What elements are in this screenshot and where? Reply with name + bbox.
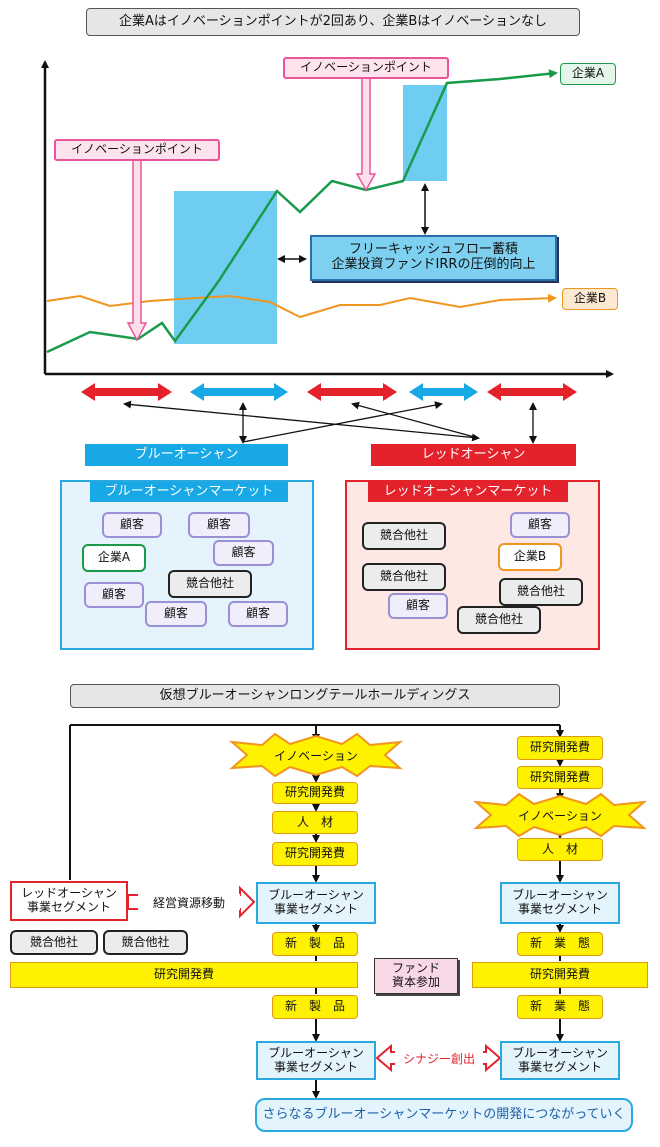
customer-box: 顧客 [510,512,570,538]
fcf-box: フリーキャッシュフロー蓄積 企業投資ファンドIRRの圧倒的向上 [310,235,557,281]
innovation-burst-right [472,792,648,838]
company-a-box: 企業A [82,544,146,572]
synergy-label: シナジー創出 [395,1051,483,1066]
blue-segment-box: ブルーオーシャン 事業セグメント [500,882,620,924]
rd-cost-box: 研究開発費 [517,766,603,789]
customer-box: 顧客 [213,540,274,566]
new-product-box: 新 製 品 [272,932,358,956]
blue-market-title: ブルーオーシャンマーケット [90,482,288,502]
rd-cost-box: 研究開発費 [272,842,358,866]
company-b-box: 企業B [498,543,562,571]
blue-segment-box: ブルーオーシャン 事業セグメント [256,882,376,924]
company-b-line [46,293,557,319]
customer-box: 顧客 [145,601,207,627]
personnel-box: 人 材 [272,811,358,834]
competitor-box: 競合他社 [499,578,583,606]
customer-box: 顧客 [228,601,288,627]
innovation-point-label-2: イノベーションポイント [283,57,449,79]
rd-cost-box: 研究開発費 [517,736,603,760]
innovation-arrow-2 [355,76,377,192]
customer-box: 顧客 [388,593,448,619]
ocean-arrows-row [81,383,577,401]
company-a-label: 企業A [560,63,616,85]
rd-cost-box: 研究開発費 [272,782,358,804]
competitor-box: 競合他社 [168,570,252,598]
customer-box: 顧客 [102,512,162,538]
red-double-arrow-1 [81,383,172,401]
final-outcome-box: さらなるブルーオーシャンマーケットの開発につながっていく [255,1098,633,1132]
competitor-box: 競合他社 [362,563,446,591]
blue-ocean-banner: ブルーオーシャン [85,444,288,466]
new-business-box: 新 業 態 [517,995,603,1019]
top-title: 企業Aはイノベーションポイントが2回あり、企業Bはイノベーションなし [86,8,580,36]
blue-double-arrow-1 [190,383,288,401]
red-double-arrow-2 [307,383,397,401]
competitor-box: 競合他社 [457,606,541,634]
fund-capital-box: ファンド 資本参加 [374,958,458,994]
customer-box: 顧客 [84,582,144,608]
rd-cost-wide-right: 研究開発費 [472,962,648,988]
new-business-box: 新 業 態 [517,932,603,956]
innovation-point-label-1: イノベーションポイント [54,139,220,161]
company-b-label: 企業B [562,288,618,310]
red-double-arrow-3 [487,383,577,401]
red-market-title: レッドオーシャンマーケット [368,482,568,502]
resource-move-label: 経営資源移動 [138,894,240,910]
red-ocean-banner: レッドオーシャン [371,444,576,466]
competitor-box: 競合他社 [362,522,446,550]
customer-box: 顧客 [188,512,250,538]
blue-double-arrow-2 [409,383,478,401]
innovation-arrow-1 [126,159,148,342]
red-segment-box: レッドオーシャン 事業セグメント [10,881,128,921]
rd-cost-wide-left: 研究開発費 [10,962,358,988]
new-product-box: 新 製 品 [272,995,358,1019]
innovation-center-label: イノベーション [274,748,358,763]
competitor-box: 競合他社 [10,930,98,955]
blue-segment-box: ブルーオーシャン 事業セグメント [500,1041,620,1080]
innovation-right-label: イノベーション [518,808,602,823]
bottom-title: 仮想ブルーオーシャンロングテールホールディングス [70,684,560,708]
innovation-burst-center [228,732,404,778]
company-a-line [46,69,558,354]
blue-segment-box: ブルーオーシャン 事業セグメント [256,1041,376,1080]
personnel-box: 人 材 [517,838,603,861]
competitor-box: 競合他社 [103,930,188,955]
